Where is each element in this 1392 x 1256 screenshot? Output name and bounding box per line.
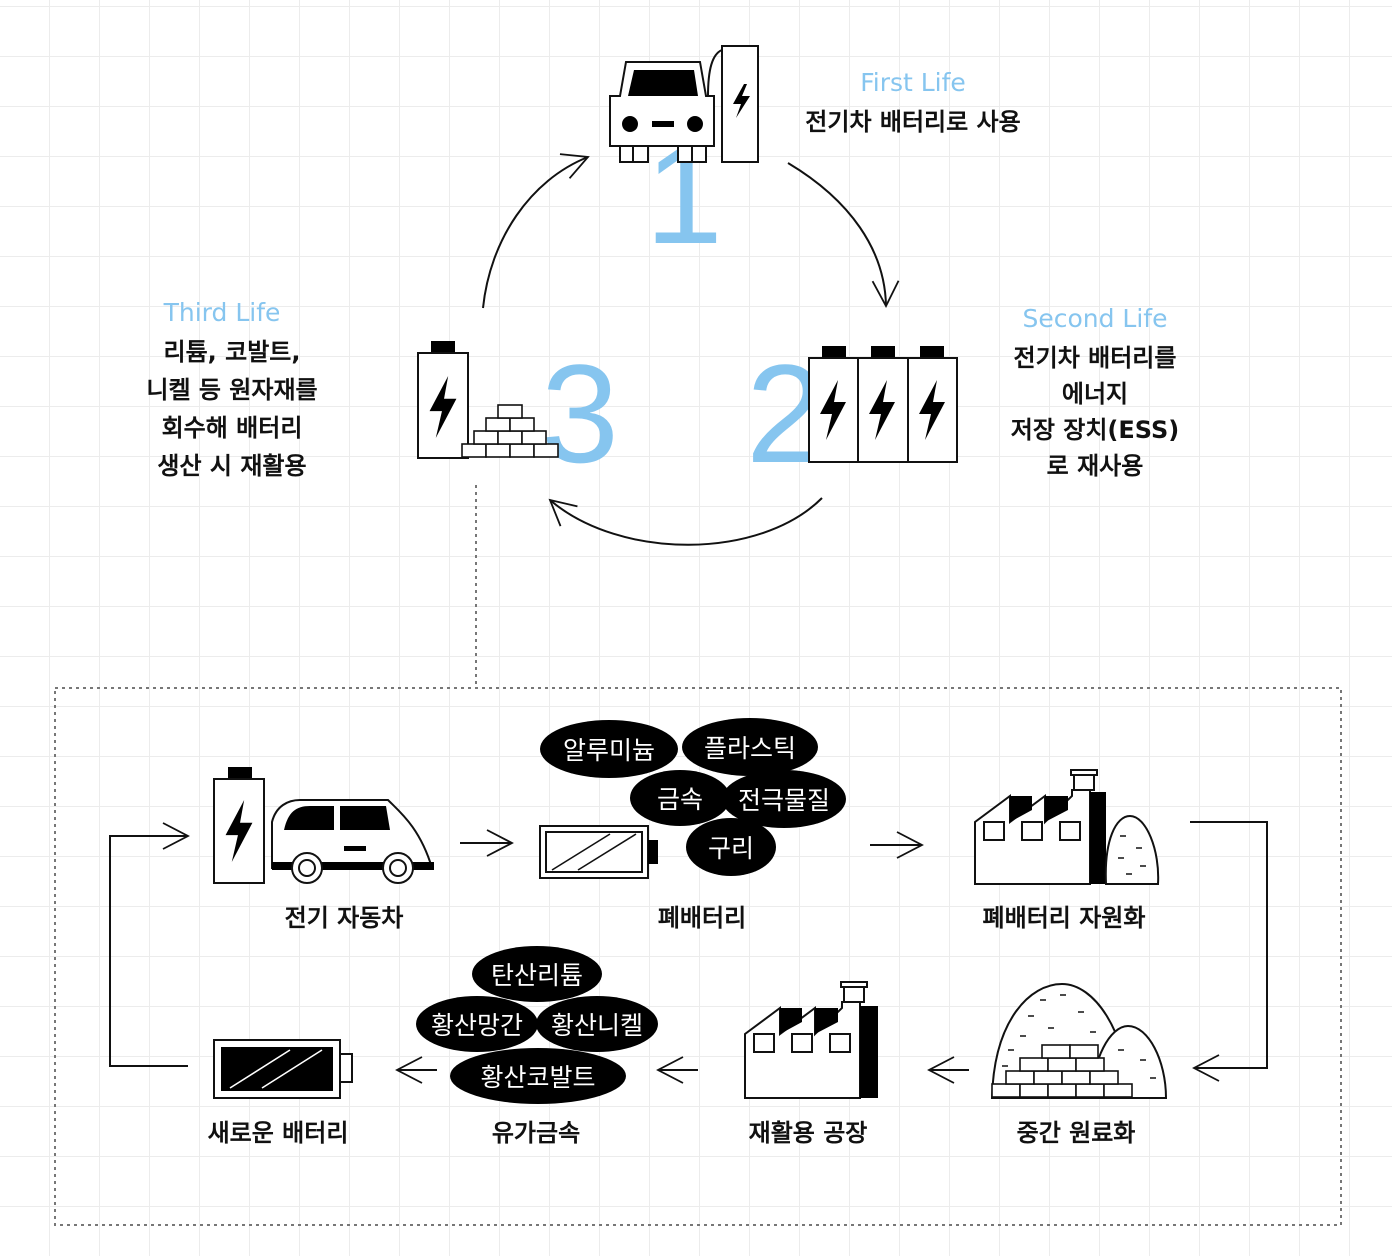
stage-label-waste-battery: 폐배터리 xyxy=(657,904,747,932)
arrow-recycling-to-intermediate xyxy=(1190,821,1268,1082)
second-life-title: Second Life xyxy=(1022,304,1168,333)
metal-bubble: 탄산리튬 xyxy=(472,946,602,1002)
stage-label-new-battery: 새로운 배터리 xyxy=(207,1119,349,1147)
loop-arrow xyxy=(109,822,190,1067)
first-life-description: 전기차 배터리로 사용 xyxy=(805,108,1021,136)
recycling-factory-icon xyxy=(974,769,1160,885)
waste-battery-icon xyxy=(539,825,658,879)
third-life-description: 리튬, 코발트, 니켈 등 원자재를 회수해 배터리 생산 시 재활용 xyxy=(146,338,318,480)
stage-label-recycling: 폐배터리 자원화 xyxy=(982,904,1146,932)
second-life-description: 전기차 배터리를 에너지 저장 장치(ESS) 로 재사용 xyxy=(1010,344,1180,480)
cycle-arrow-1-to-2 xyxy=(787,162,900,308)
stage-label-ev: 전기 자동차 xyxy=(284,904,404,932)
new-battery-icon xyxy=(213,1039,353,1099)
first-life-title: First Life xyxy=(860,68,966,97)
recycling-plant-icon xyxy=(744,981,878,1099)
cycle-arrow-2-to-3 xyxy=(548,497,823,546)
cycle-number-3: 3 xyxy=(541,335,619,492)
material-bubble: 구리 xyxy=(686,818,776,876)
material-bubble: 플라스틱 xyxy=(682,718,818,776)
stage-label-factory: 재활용 공장 xyxy=(748,1119,868,1147)
material-bubble: 알루미늄 xyxy=(540,720,678,778)
electric-car-icon xyxy=(213,767,434,884)
third-life-title: Third Life xyxy=(163,298,281,327)
ess-battery-icon xyxy=(808,346,958,463)
metal-bubble: 황산망간 xyxy=(416,996,538,1052)
metal-bubble: 황산니켈 xyxy=(536,996,658,1052)
stage-label-valuable-metals: 유가금속 xyxy=(491,1119,581,1147)
metal-bubble: 황산코발트 xyxy=(450,1048,626,1104)
process-panel xyxy=(54,687,1342,1226)
stage-label-intermediate: 중간 원료화 xyxy=(1016,1119,1136,1147)
intermediate-material-icon xyxy=(990,982,1168,1099)
recycle-battery-icon xyxy=(417,341,559,459)
cycle-arrow-3-to-1 xyxy=(482,153,590,309)
ev-charging-icon xyxy=(609,45,759,163)
material-bubble: 금속 xyxy=(630,770,730,826)
